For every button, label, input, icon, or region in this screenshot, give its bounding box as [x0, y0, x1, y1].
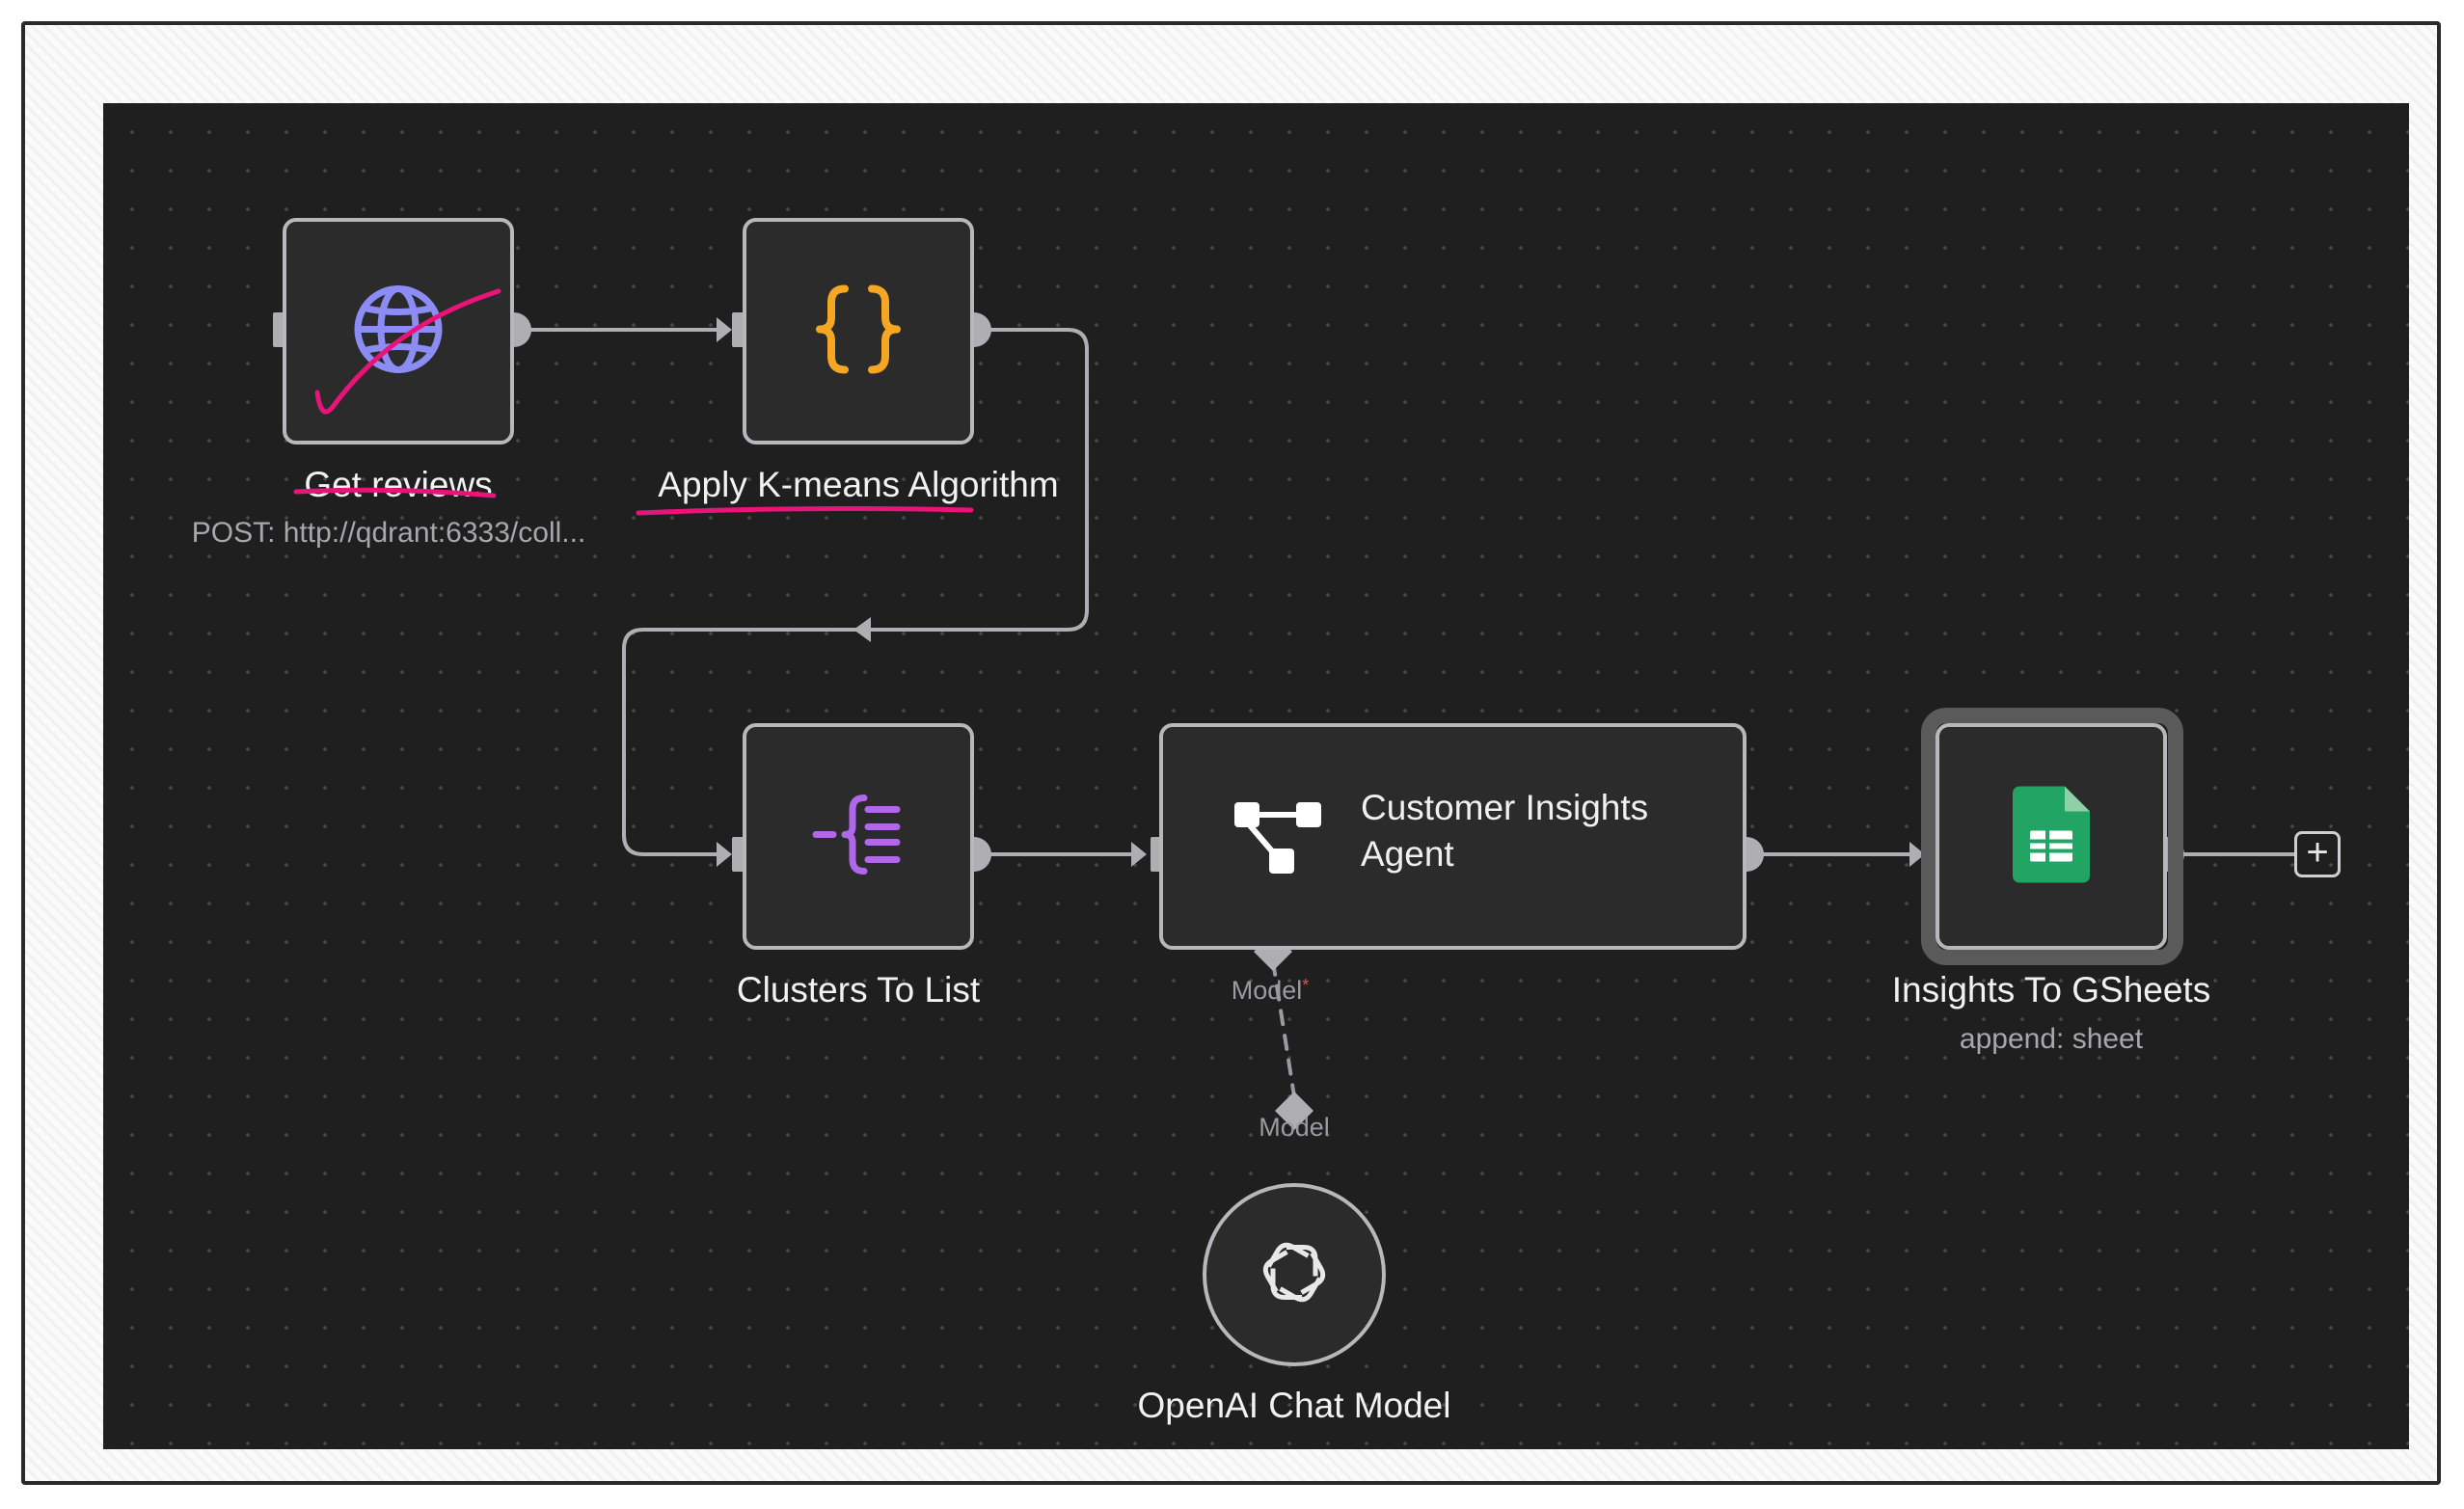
screenshot-frame: Get reviews POST: http://qdrant:6333/col… — [21, 21, 2441, 1485]
edge-model-dashed — [1271, 959, 1296, 1098]
arrowhead — [853, 617, 871, 642]
node-openai-chat-model[interactable] — [1203, 1183, 1386, 1366]
node-label-get-reviews: Get reviews — [304, 465, 493, 504]
openai-model-port-label: Model — [1259, 1113, 1330, 1142]
input-port — [732, 837, 745, 872]
required-marker: * — [1302, 976, 1310, 995]
node-apply-kmeans[interactable] — [743, 218, 974, 445]
node-label-openai: OpenAI Chat Model — [1137, 1386, 1451, 1425]
selection-highlight — [1921, 708, 2183, 965]
node-get-reviews[interactable] — [283, 218, 514, 445]
workflow-canvas[interactable]: Get reviews POST: http://qdrant:6333/col… — [103, 103, 2409, 1449]
node-clusters-to-list[interactable] — [743, 723, 974, 950]
curly-braces-icon — [810, 281, 907, 382]
model-port-text: Model — [1231, 976, 1303, 1005]
arrowhead — [717, 317, 732, 342]
arrowhead — [1131, 842, 1147, 867]
model-output-port — [1275, 1091, 1313, 1130]
node-label-gsheets: Insights To GSheets — [1891, 970, 2211, 1010]
openai-icon — [1256, 1234, 1333, 1316]
node-subtitle-gsheets: append: sheet — [1959, 1023, 2144, 1055]
agent-title-line1: Customer Insights — [1361, 788, 1649, 827]
agent-model-port-label: Model* — [1232, 976, 1310, 1006]
node-customer-insights-agent[interactable]: Customer Insights Agent — [1159, 723, 1746, 950]
globe-icon — [350, 281, 447, 382]
split-out-icon — [810, 786, 907, 887]
agent-title-line2: Agent — [1361, 834, 1454, 874]
node-insights-to-gsheets[interactable] — [1936, 723, 2167, 950]
node-label-clusters: Clusters To List — [736, 970, 981, 1010]
agent-title: Customer Insights Agent — [1361, 785, 1727, 877]
node-label-kmeans: Apply K-means Algorithm — [658, 465, 1059, 504]
add-node-button[interactable]: + — [2294, 831, 2341, 877]
arrowhead — [1909, 842, 1925, 867]
input-port — [732, 312, 745, 347]
node-subtitle-get-reviews: POST: http://qdrant:6333/coll... — [191, 517, 586, 549]
google-sheets-icon — [2013, 786, 2090, 887]
robot-agent-icon — [1231, 796, 1327, 888]
plus-icon: + — [2306, 831, 2329, 874]
arrowhead — [717, 842, 732, 867]
